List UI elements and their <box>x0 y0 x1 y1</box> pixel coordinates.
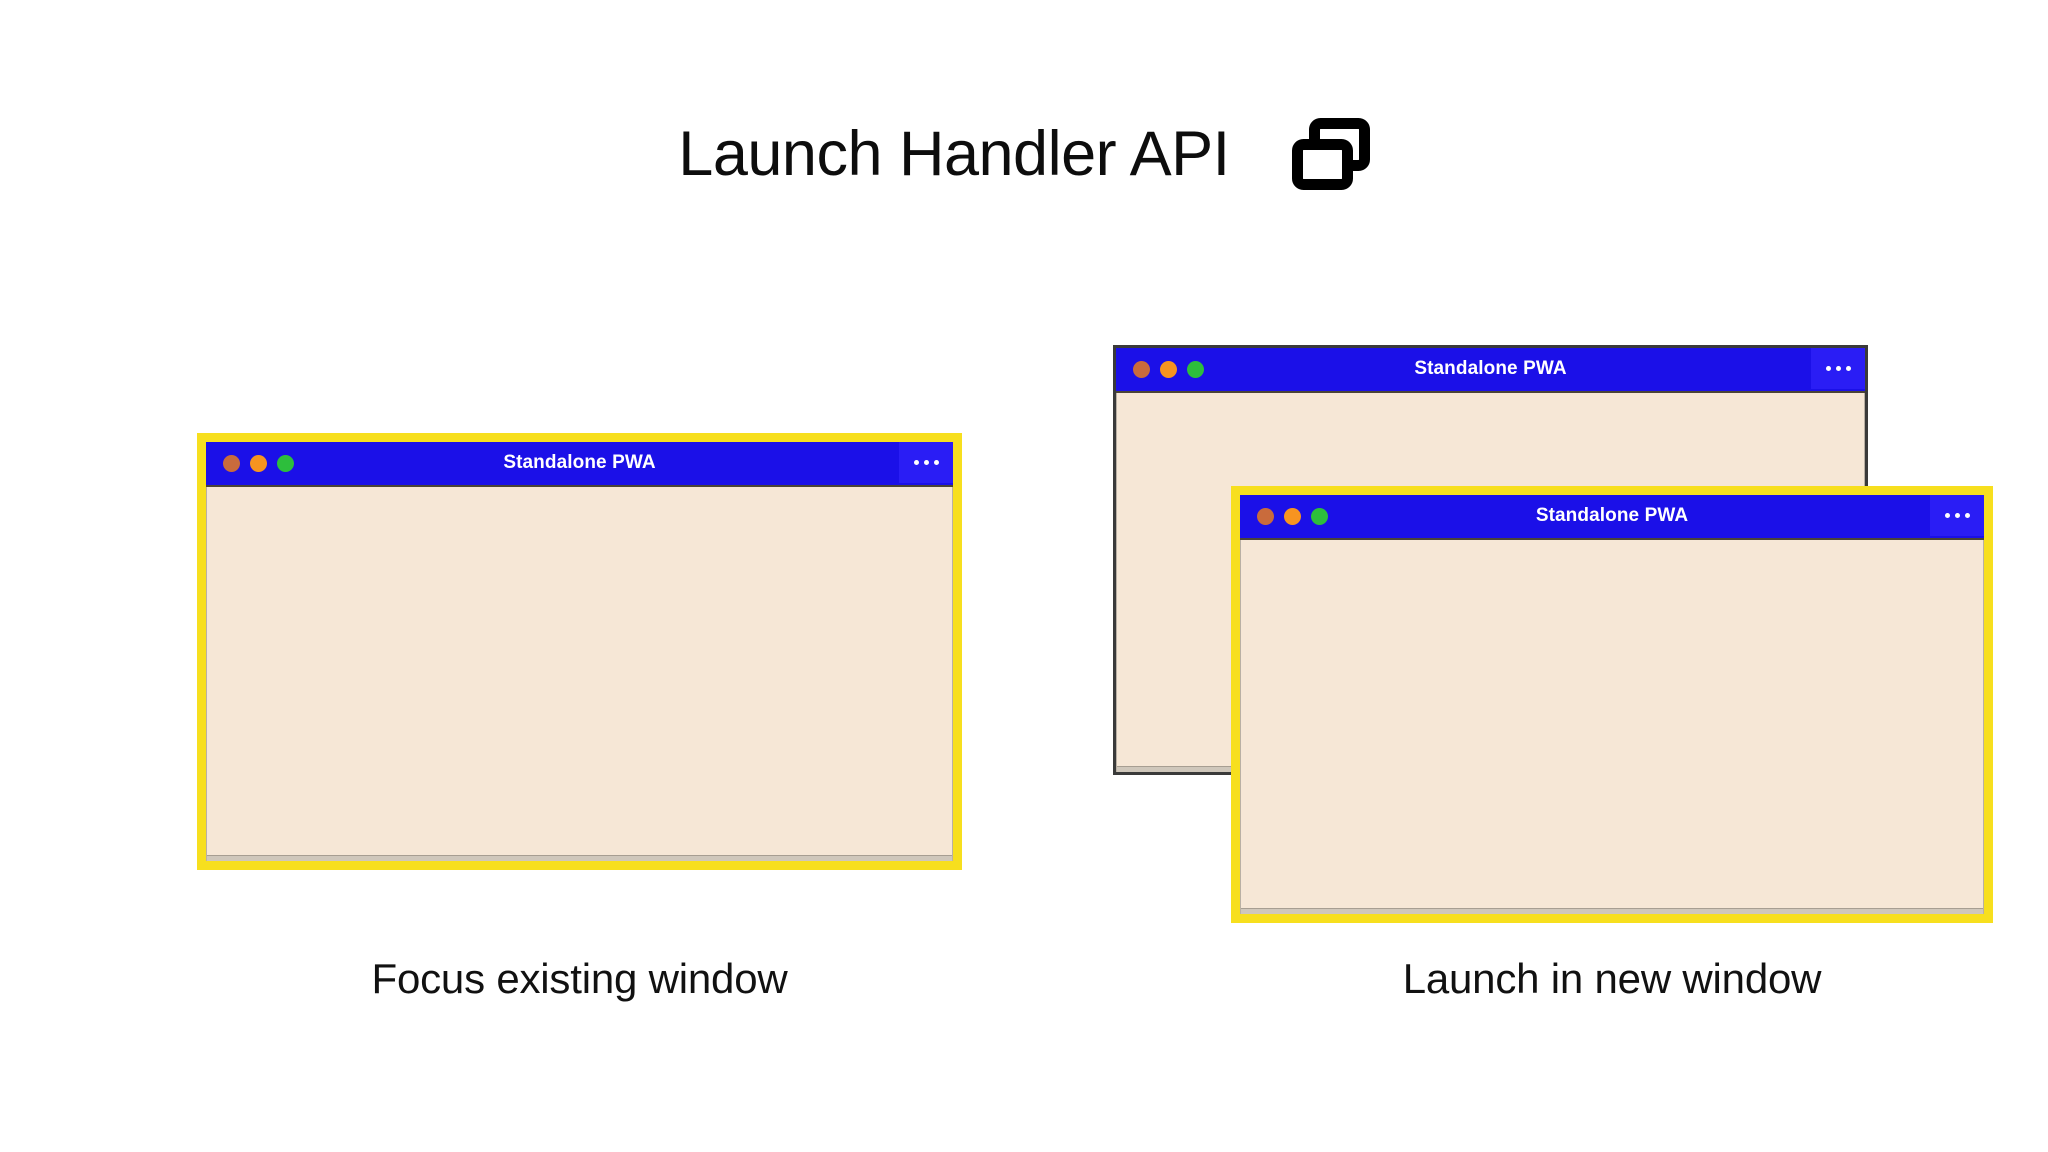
two-overlapping-windows-icon <box>1291 118 1370 190</box>
menu-dot <box>923 460 929 465</box>
page-title: Launch Handler API <box>678 118 1230 189</box>
window-inner: Standalone PWA <box>1240 495 1984 914</box>
traffic-lights <box>1257 508 1328 525</box>
launch-new-front-window[interactable]: Standalone PWA <box>1231 486 1993 923</box>
minimize-icon[interactable] <box>1284 508 1301 525</box>
menu-dot <box>1835 366 1841 371</box>
title-icon-wrapper <box>1291 118 1370 190</box>
minimize-icon[interactable] <box>1160 361 1177 378</box>
minimize-icon[interactable] <box>250 455 267 472</box>
window-title: Standalone PWA <box>503 451 656 473</box>
menu-dot <box>1845 366 1851 371</box>
window-title: Standalone PWA <box>1535 504 1689 526</box>
window-content-area <box>206 487 953 861</box>
overflow-menu-icon[interactable] <box>1811 348 1865 389</box>
window-titlebar[interactable]: Standalone PWA <box>1240 495 1984 540</box>
caption-focus-existing: Focus existing window <box>371 955 788 1002</box>
maximize-icon[interactable] <box>1311 508 1328 525</box>
window-bottom-rule <box>1241 908 1983 914</box>
slide-header: Launch Handler API <box>0 118 2048 190</box>
window-title: Standalone PWA <box>1414 357 1567 379</box>
maximize-icon[interactable] <box>277 455 294 472</box>
window-inner: Standalone PWA <box>206 442 953 861</box>
overflow-menu-icon[interactable] <box>899 442 953 483</box>
focus-existing-window[interactable]: Standalone PWA <box>197 433 962 870</box>
close-icon[interactable] <box>223 455 240 472</box>
window-bottom-rule <box>207 855 952 861</box>
menu-dot <box>1944 513 1950 518</box>
close-icon[interactable] <box>1133 361 1150 378</box>
traffic-lights <box>1133 361 1204 378</box>
overflow-menu-icon[interactable] <box>1930 495 1984 536</box>
menu-dot <box>1954 513 1960 518</box>
menu-dot <box>1825 366 1831 371</box>
window-titlebar[interactable]: Standalone PWA <box>206 442 953 487</box>
close-icon[interactable] <box>1257 508 1274 525</box>
maximize-icon[interactable] <box>1187 361 1204 378</box>
menu-dot <box>913 460 919 465</box>
menu-dot <box>1964 513 1970 518</box>
caption-launch-new: Launch in new window <box>1402 955 1822 1002</box>
traffic-lights <box>223 455 294 472</box>
window-content-area <box>1240 540 1984 914</box>
window-titlebar[interactable]: Standalone PWA <box>1116 348 1865 393</box>
menu-dot <box>933 460 939 465</box>
